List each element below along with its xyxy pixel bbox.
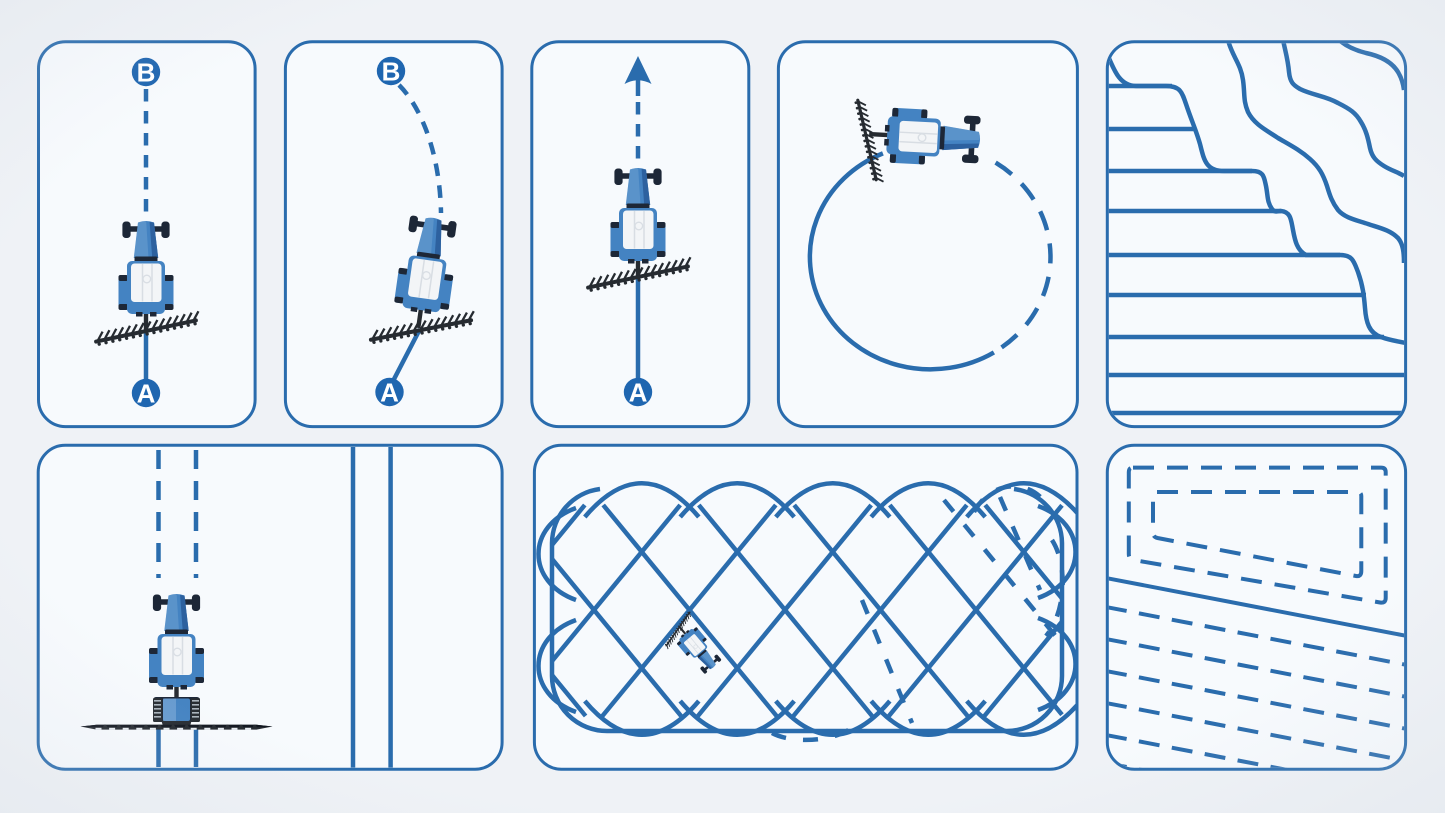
svg-text:B: B <box>382 56 401 86</box>
svg-text:A: A <box>137 378 156 408</box>
svg-text:A: A <box>380 377 399 407</box>
svg-text:B: B <box>137 57 156 87</box>
svg-text:A: A <box>629 377 648 407</box>
